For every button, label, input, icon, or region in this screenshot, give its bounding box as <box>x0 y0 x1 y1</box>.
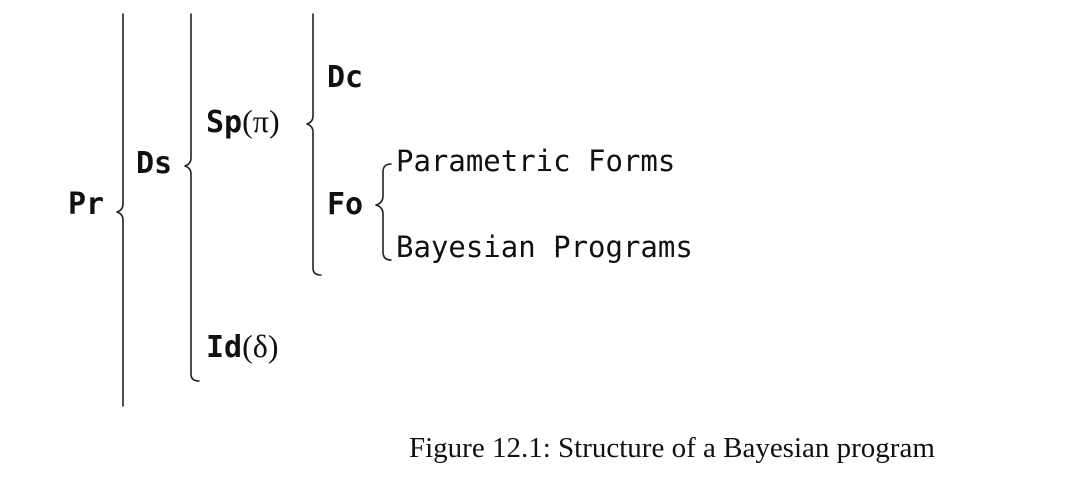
leaf-bayesian-programs-label: Bayesian Programs <box>396 230 693 264</box>
leaf-parametric-forms-label: Parametric Forms <box>396 144 676 178</box>
brace-pr <box>116 13 124 407</box>
node-ds-label: Ds <box>136 146 173 181</box>
node-ds: Ds <box>136 149 172 179</box>
node-id-label: Id <box>206 330 243 365</box>
leaf-bayesian-programs: Bayesian Programs <box>396 233 693 262</box>
brace-ds <box>184 13 200 382</box>
node-dc: Dc <box>327 63 363 93</box>
node-fo-label: Fo <box>327 187 364 222</box>
node-sp-label: Sp <box>206 105 243 140</box>
node-sp-argument: (π) <box>242 103 280 139</box>
node-id: Id(δ) <box>206 330 279 363</box>
figure-caption: Figure 12.1: Structure of a Bayesian pro… <box>409 432 935 464</box>
node-fo: Fo <box>327 190 363 220</box>
node-pr: Pr <box>68 190 104 220</box>
brace-sp <box>306 13 322 276</box>
node-pr-label: Pr <box>68 187 105 222</box>
leaf-parametric-forms: Parametric Forms <box>396 147 675 176</box>
brace-fo <box>375 163 392 261</box>
node-dc-label: Dc <box>327 60 364 95</box>
node-sp: Sp(π) <box>206 105 280 138</box>
node-id-argument: (δ) <box>242 328 279 364</box>
